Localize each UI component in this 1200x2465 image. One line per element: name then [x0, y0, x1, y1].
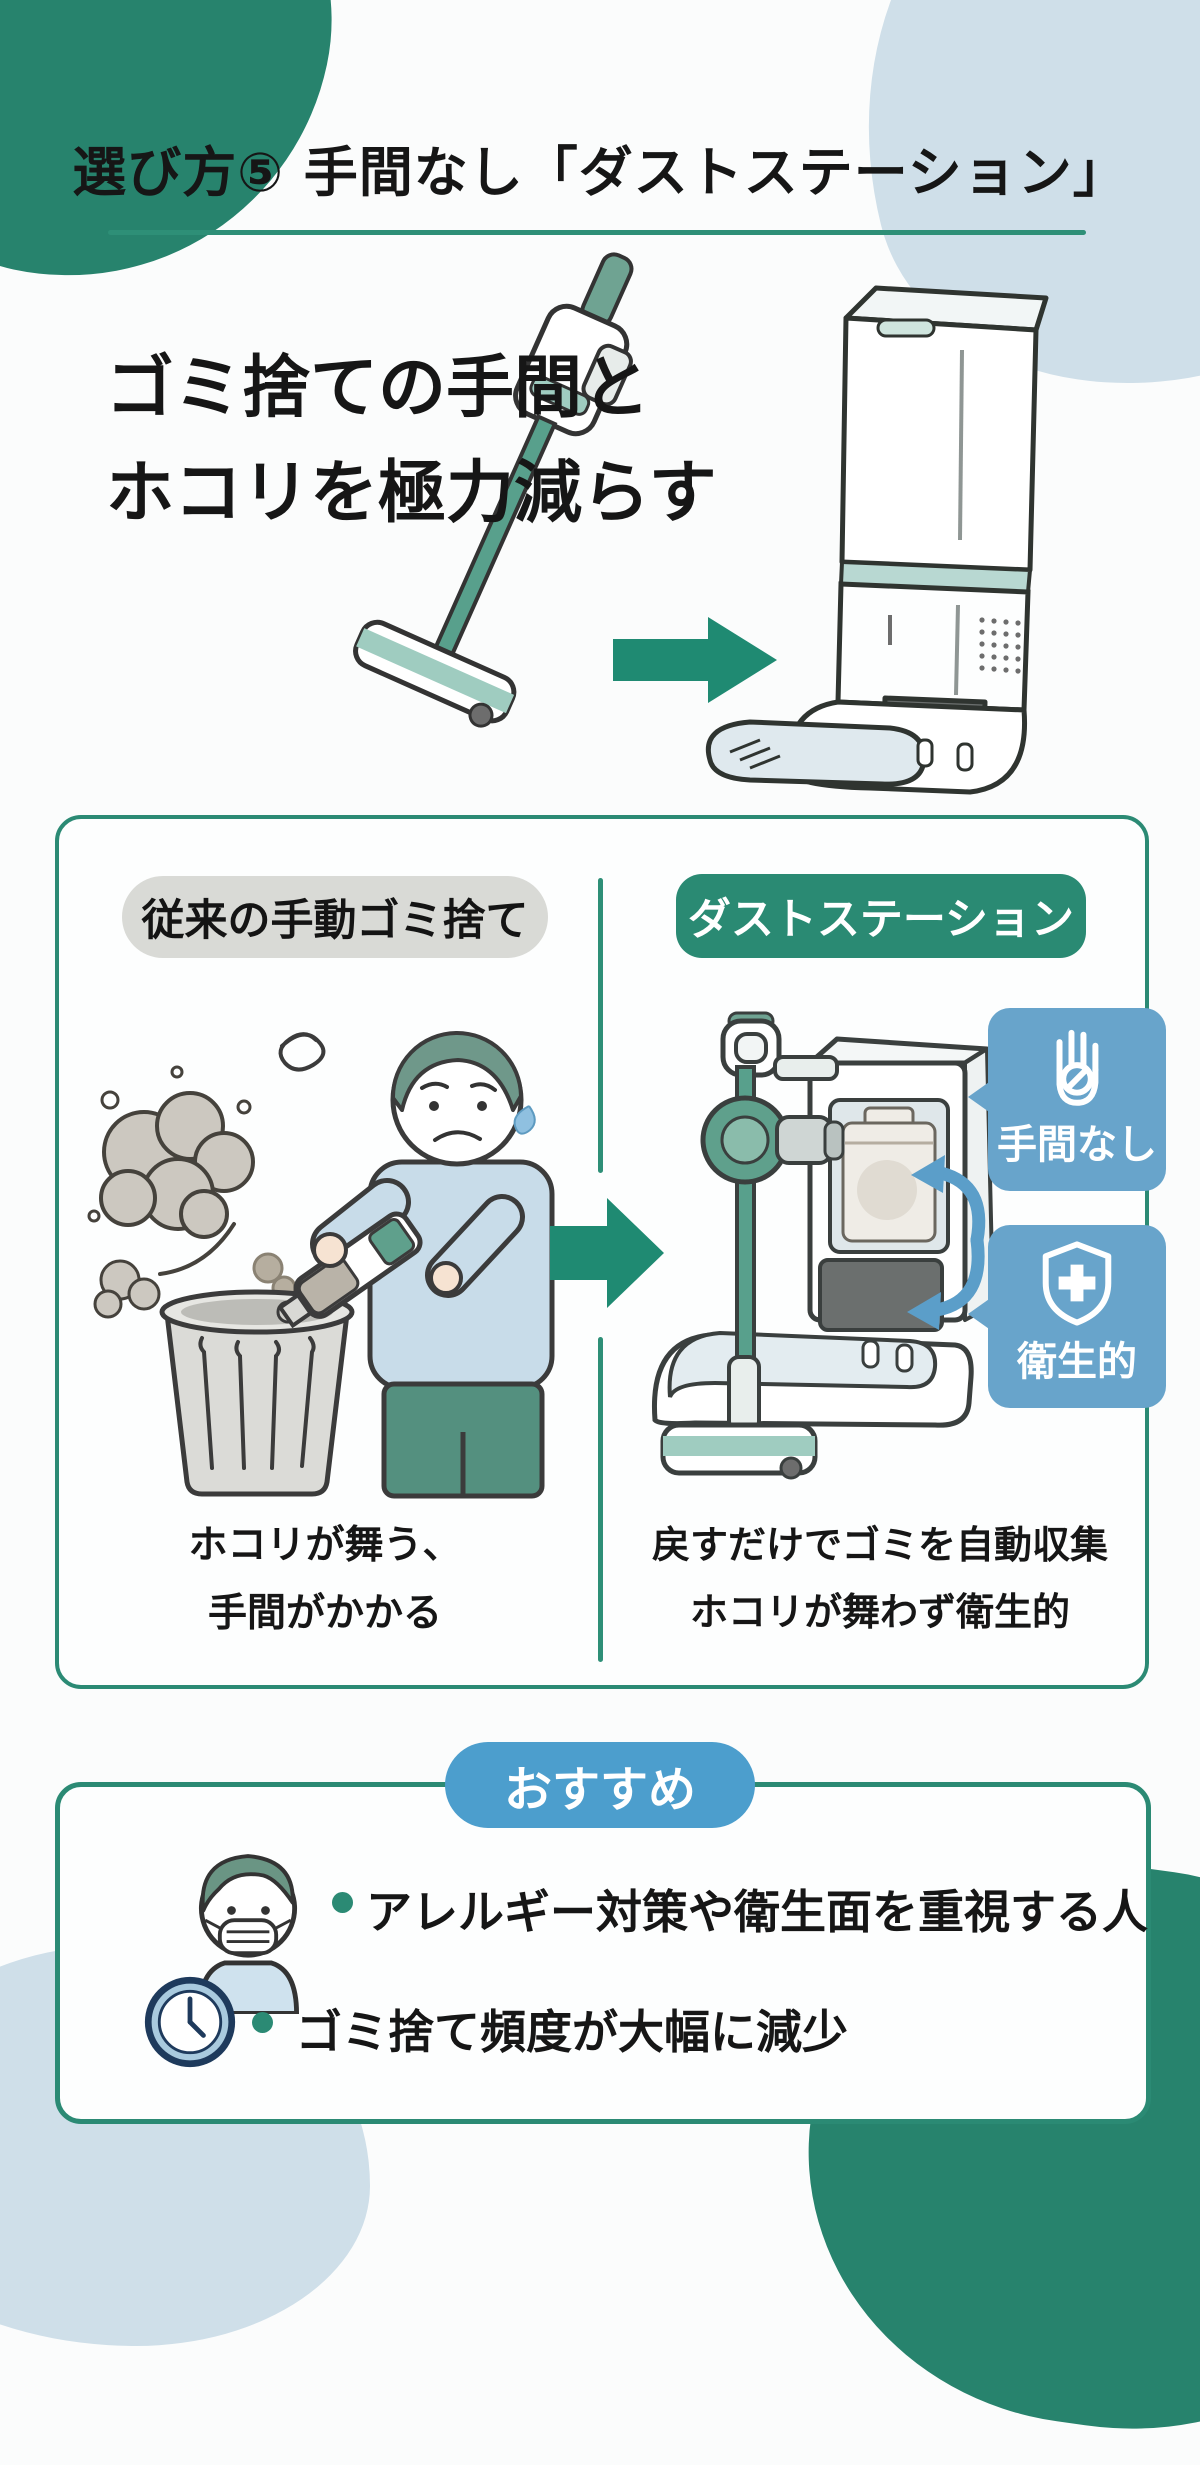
speaker-grid — [979, 617, 1021, 674]
dust-cloud — [99, 1091, 255, 1239]
comparison-right-label: ダストステーション — [676, 874, 1086, 958]
hero-arrow-icon — [613, 617, 777, 703]
dust-station-illustration — [706, 285, 1049, 795]
comparison-left-caption: ホコリが舞う、 手間がかかる — [90, 1512, 560, 1649]
person-illustration — [277, 1031, 555, 1499]
dust-specks — [87, 1065, 252, 1223]
manual-dust-disposal-illustration — [87, 1031, 555, 1499]
comparison-right-caption: 戻すだけでゴミを自動収集 ホコリが舞わず衛生的 — [630, 1512, 1130, 1645]
dust-cloud-small — [93, 1259, 161, 1319]
recommend-title-pill: おすすめ — [445, 1742, 755, 1828]
hero-heading-line2: ホコリを極力減らす — [106, 454, 717, 534]
badge-tail — [968, 1297, 992, 1331]
badge-label: 手間なし — [997, 1122, 1157, 1168]
docked-stick-vacuum — [660, 1011, 845, 1480]
dust-bag — [841, 1106, 937, 1243]
left-caption-line2: 手間がかかる — [207, 1591, 442, 1637]
comparison-arrow-icon — [550, 1198, 664, 1308]
hair — [390, 1031, 523, 1112]
right-caption-line1: 戻すだけでゴミを自動収集 — [651, 1523, 1108, 1567]
hero-heading: ゴミ捨ての手間と ホコリを極力減らす — [106, 336, 717, 547]
comparison-left-label: 従来の手動ゴミ捨て — [122, 876, 548, 958]
recommend-item-1: アレルギー対策や衛生面を重視する人 — [366, 1885, 1148, 1939]
stick-vacuum-illustration — [353, 252, 634, 728]
handheld-vacuum — [277, 1211, 423, 1329]
shield-plus-icon — [1042, 1241, 1112, 1326]
sweat-drop — [513, 1105, 536, 1135]
frustration-scribble — [278, 1032, 326, 1072]
suction-flow-arrows — [907, 1155, 986, 1330]
comparison-left-label-text: 従来の手動ゴミ捨て — [141, 896, 529, 946]
hero-heading-line1: ゴミ捨ての手間と — [106, 349, 651, 428]
bullet-dot — [252, 2012, 273, 2033]
stop-hand-icon — [1056, 1029, 1099, 1106]
badge-label: 衛生的 — [1017, 1339, 1137, 1385]
left-caption-line1: ホコリが舞う、 — [188, 1523, 462, 1568]
badge-no-hassle: 手間なし — [968, 1008, 1166, 1191]
title-underline — [108, 230, 1086, 235]
clock-icon — [144, 1976, 236, 2068]
trash-can — [159, 1289, 355, 1497]
comparison-divider-bottom — [598, 1337, 603, 1662]
comparison-divider-top — [598, 878, 603, 1173]
hero-illustration — [353, 252, 1049, 795]
page-title: 選び方⑤ 手間なし「ダストステーション」 — [72, 141, 1128, 204]
dock-station — [651, 1036, 995, 1428]
badge-tail — [968, 1080, 992, 1114]
recommend-item-2: ゴミ捨て頻度が大幅に減少 — [296, 2005, 848, 2059]
comparison-right-label-text: ダストステーション — [687, 895, 1075, 945]
recommend-title-text: おすすめ — [503, 1762, 696, 1818]
dust-station-dock-illustration — [651, 1011, 995, 1480]
tray-grill-lines — [729, 738, 781, 770]
right-caption-line2: ホコリが舞わず衛生的 — [689, 1589, 1070, 1634]
badge-hygienic: 衛生的 — [968, 1225, 1166, 1408]
bullet-dot — [332, 1892, 353, 1913]
